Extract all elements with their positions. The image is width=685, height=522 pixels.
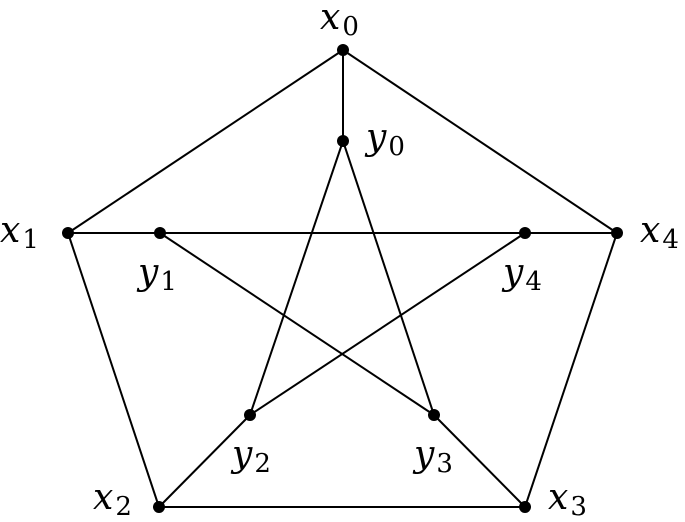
node-x4	[611, 227, 623, 239]
label-y0: y0	[366, 117, 405, 162]
edge-y2-y4	[249, 232, 526, 416]
node-x0	[337, 44, 349, 56]
edge-y1-y3	[159, 232, 435, 416]
label-subscript: 1	[160, 267, 177, 297]
label-y2: y2	[232, 434, 271, 479]
node-y4	[519, 227, 531, 239]
label-subscript: 3	[570, 492, 587, 522]
node-x3	[519, 501, 531, 513]
node-y2	[244, 409, 256, 421]
edge-x3-x4	[524, 232, 618, 508]
node-y1	[154, 227, 166, 239]
label-subscript: 1	[22, 225, 39, 255]
label-subscript: 4	[525, 267, 542, 297]
edge-y0-y2	[249, 140, 344, 416]
label-base: y	[232, 434, 253, 475]
edge-x0-x1	[67, 49, 344, 234]
edge-x4-x0	[342, 49, 618, 234]
label-base: x	[548, 477, 569, 518]
edge-y3-y0	[342, 140, 435, 416]
label-base: y	[414, 434, 435, 475]
label-x0: x0	[320, 0, 359, 40]
node-y3	[428, 409, 440, 421]
label-subscript: 0	[342, 12, 359, 42]
node-x2	[153, 501, 165, 513]
label-x1: x1	[0, 210, 39, 255]
label-subscript: 4	[662, 225, 679, 255]
label-base: x	[320, 0, 341, 38]
edge-x1-x2	[67, 232, 160, 508]
label-base: x	[93, 477, 114, 518]
label-base: y	[138, 252, 159, 293]
label-subscript: 2	[254, 449, 271, 479]
node-x1	[62, 227, 74, 239]
label-base: x	[0, 210, 21, 251]
node-layer	[62, 44, 623, 513]
label-y3: y3	[414, 434, 453, 479]
label-base: y	[503, 252, 524, 293]
label-x3: x3	[548, 477, 587, 522]
label-x4: x4	[640, 210, 679, 255]
label-subscript: 2	[115, 492, 132, 522]
edge-x3-y3	[433, 414, 526, 508]
edge-x2-y2	[158, 414, 251, 508]
label-x2: x2	[93, 477, 132, 522]
label-subscript: 3	[436, 449, 453, 479]
label-base: x	[640, 210, 661, 251]
label-y4: y4	[503, 252, 542, 297]
label-base: y	[366, 117, 387, 158]
label-y1: y1	[138, 252, 177, 297]
edge-layer	[67, 49, 618, 508]
label-subscript: 0	[388, 132, 405, 162]
node-y0	[337, 135, 349, 147]
